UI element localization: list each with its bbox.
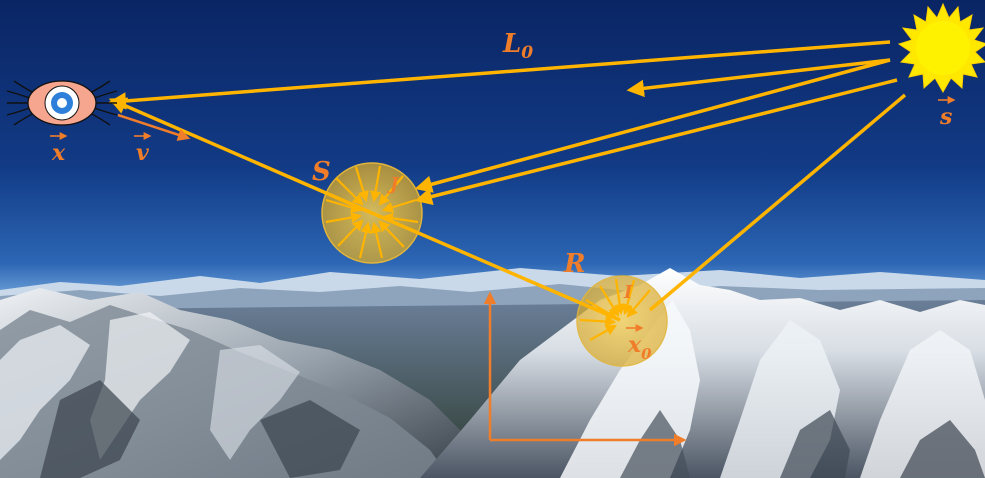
svg-text:s: s [939,104,952,130]
ray-direct-sun-to-eye [108,40,891,110]
diagram-labels: L0 x v s S J R I x0 [50,29,956,363]
ray-ground-to-sphere [371,211,621,322]
svg-text:v: v [136,140,149,166]
eye-icon [6,80,118,126]
sun-icon [897,2,985,94]
ray-sun-to-sphere-upper [414,58,891,193]
inscattering-arrows [325,165,419,259]
light-rays [108,40,907,322]
label-v-direction: v [134,132,152,166]
svg-text:x: x [51,140,66,166]
left-mountains [0,288,480,478]
right-mountain [420,268,985,478]
label-L0: L0 [502,29,533,63]
label-J: J [387,174,400,195]
reflection-region [576,275,668,367]
svg-text:x0: x0 [627,332,652,363]
view-direction-arrow [117,113,191,141]
ray-sun-to-ground [648,93,907,312]
reflection-arrows [579,278,651,341]
label-x0-point: x0 [626,324,652,363]
label-R-reflectance: R [563,249,586,279]
label-x-eye: x [50,132,68,166]
ray-sun-to-sphere-lower [414,78,898,206]
label-S-scattering: S [312,157,331,187]
axes [483,291,687,447]
ray-sun-mid-arrow [626,58,891,98]
label-I: I [623,282,633,303]
ray-sphere-to-eye [108,97,373,215]
label-s-sun: s [938,96,956,130]
